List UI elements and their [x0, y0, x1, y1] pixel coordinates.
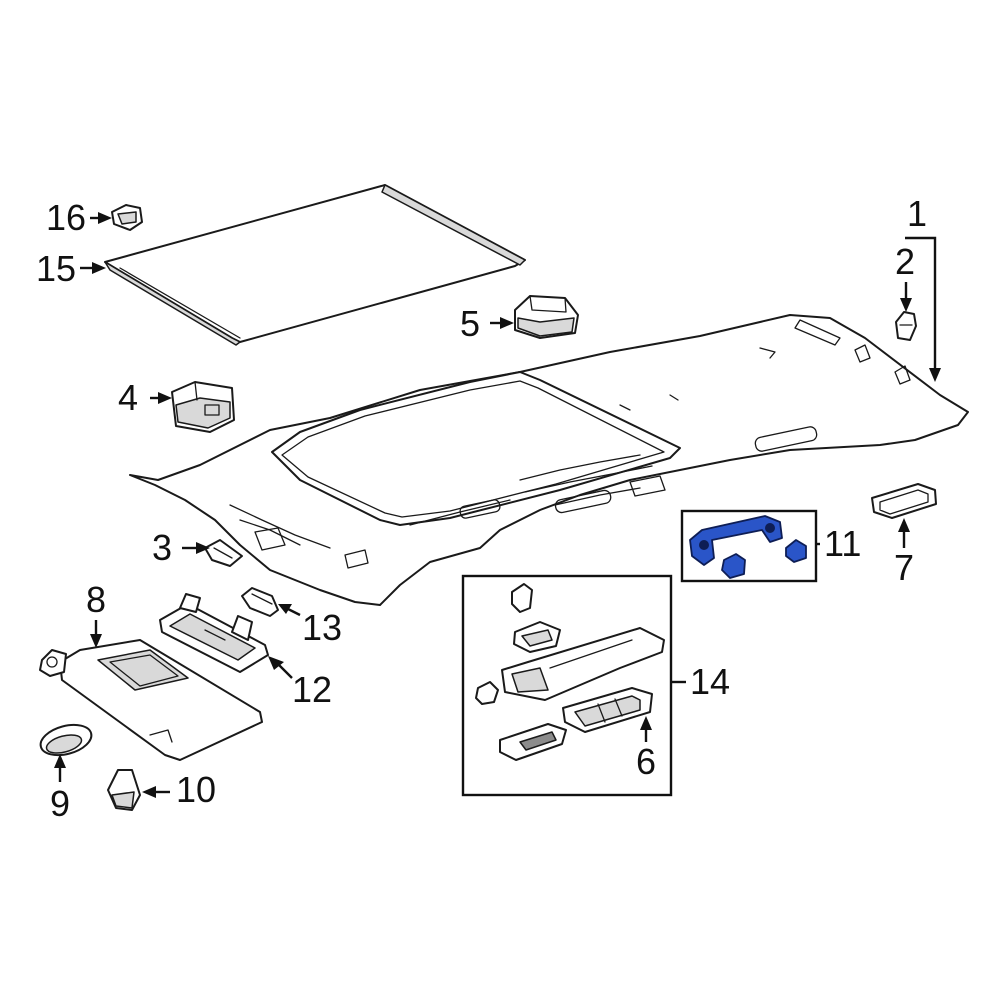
callout-11: 11	[824, 523, 861, 564]
callout-12: 12	[292, 669, 332, 710]
lamp-housing-part-4	[171, 381, 235, 433]
callout-7: 7	[894, 547, 914, 588]
cap-part-9	[39, 723, 93, 757]
callout-13: 13	[302, 607, 342, 648]
callout-16: 16	[46, 197, 86, 238]
bracket-part-3	[204, 539, 243, 567]
lamp-part-5	[514, 295, 579, 339]
callout-3: 3	[152, 527, 172, 568]
callout-14: 14	[690, 661, 730, 702]
callout-labels: 1 2 3 4 5 6 7 8 9 10 11 12 13 14 15 16	[36, 193, 927, 824]
leader-arrows	[54, 212, 941, 798]
console-housing-part-12	[159, 593, 269, 673]
clip-part-2	[895, 311, 917, 341]
callout-9: 9	[50, 783, 70, 824]
callout-5: 5	[460, 303, 480, 344]
assist-grip-highlight	[689, 515, 783, 566]
handle-part-16	[111, 204, 143, 231]
trim-cover-part-7	[871, 483, 937, 519]
callout-15: 15	[36, 248, 76, 289]
assist-grip-frame	[680, 509, 818, 583]
callout-2: 2	[895, 241, 915, 282]
bulb-part-13	[241, 587, 279, 617]
overhead-console-group-14	[461, 574, 673, 797]
callout-6: 6	[636, 741, 656, 782]
holder-part-10	[107, 769, 141, 811]
headliner-part	[129, 314, 969, 606]
group-14-frame	[461, 574, 673, 797]
callout-1: 1	[907, 193, 927, 234]
sun-visor-part-8	[39, 639, 263, 761]
callout-8: 8	[86, 579, 106, 620]
callout-4: 4	[118, 377, 138, 418]
sunshade-part-15	[104, 184, 526, 346]
callout-10: 10	[176, 769, 216, 810]
assist-grip-part-11	[680, 509, 818, 583]
